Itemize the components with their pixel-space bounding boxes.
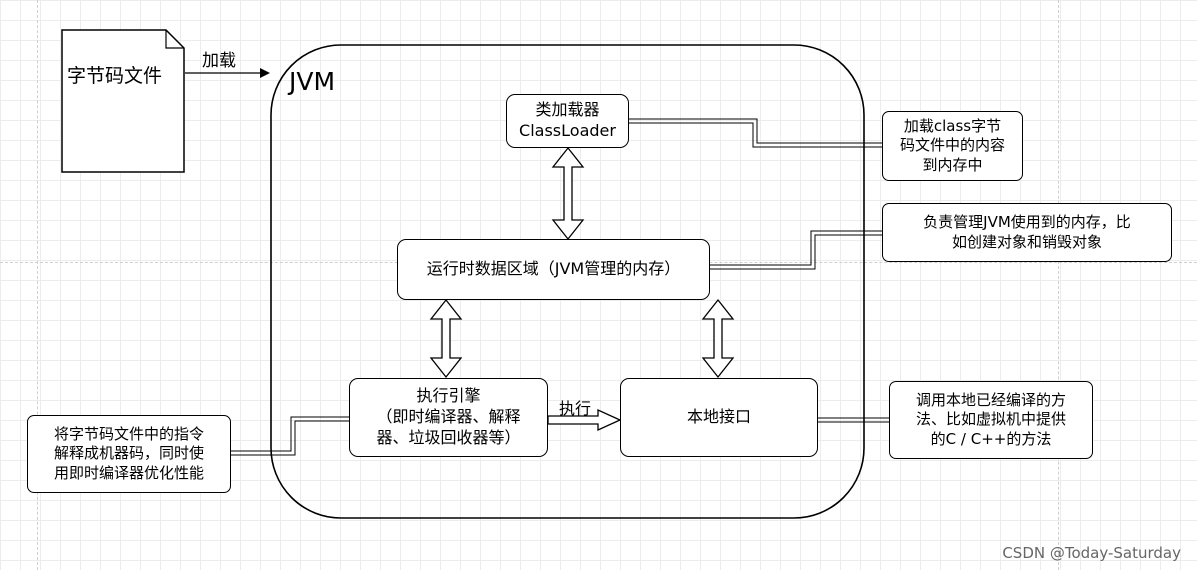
note-classloader-line3: 到内存中	[922, 155, 983, 174]
note-native: 调用本地已经编译的方 法、比如虚拟机中提供 的C / C++的方法	[889, 381, 1093, 459]
note-native-line3: 的C / C++的方法	[930, 429, 1052, 448]
exec-engine-line1: 执行引擎	[416, 386, 481, 406]
note-engine-line3: 用即时编译器优化性能	[53, 463, 204, 482]
bytecode-file-shape	[61, 29, 185, 173]
note-engine: 将字节码文件中的指令 解释成机器码，同时使 用即时编译器优化性能	[27, 415, 231, 493]
execution-engine-box: 执行引擎 （即时编译器、解释 器、垃圾回收器等）	[349, 378, 548, 457]
bidir-arrow-runtime-native	[701, 298, 735, 379]
watermark: CSDN @Today-Saturday	[1002, 544, 1181, 562]
guide-vertical-right	[1058, 0, 1059, 570]
guide-vertical-left	[37, 0, 38, 570]
note-classloader-line2: 码文件中的内容	[899, 136, 1005, 155]
classloader-box: 类加载器 ClassLoader	[506, 94, 629, 148]
runtime-data-area-box: 运行时数据区域（JVM管理的内存）	[397, 239, 710, 300]
note-engine-line1: 将字节码文件中的指令	[53, 424, 204, 443]
load-label: 加载	[202, 51, 236, 71]
note-native-line1: 调用本地已经编译的方	[915, 390, 1066, 409]
note-connectors	[231, 118, 889, 456]
note-classloader-line1: 加载class字节	[903, 116, 1002, 135]
execute-arrow	[547, 408, 622, 432]
bidir-arrow-runtime-engine	[429, 298, 463, 379]
bidir-arrow-classloader-runtime	[551, 146, 585, 241]
jvm-container	[270, 44, 865, 519]
execute-label: 执行	[559, 399, 592, 418]
exec-engine-line2: （即时编译器、解释	[376, 407, 521, 427]
note-classloader: 加载class字节 码文件中的内容 到内存中	[882, 111, 1023, 181]
runtime-data-area-label: 运行时数据区域（JVM管理的内存）	[426, 259, 681, 279]
native-interface-label: 本地接口	[686, 407, 751, 427]
native-interface-box: 本地接口	[620, 378, 818, 457]
jvm-title: JVM	[289, 67, 336, 96]
note-runtime-line2: 如创建对象和销毁对象	[951, 232, 1102, 251]
note-engine-line2: 解释成机器码，同时使	[53, 444, 204, 463]
note-runtime-line1: 负责管理JVM使用到的内存，比	[923, 213, 1131, 231]
classloader-line1: 类加载器	[535, 100, 600, 120]
bytecode-file-label: 字节码文件	[67, 65, 163, 87]
exec-engine-line3: 器、垃圾回收器等）	[376, 427, 521, 447]
classloader-line2: ClassLoader	[519, 121, 616, 140]
note-native-line2: 法、比如虚拟机中提供	[915, 410, 1066, 429]
note-runtime: 负责管理JVM使用到的内存，比 如创建对象和销毁对象	[882, 203, 1172, 262]
